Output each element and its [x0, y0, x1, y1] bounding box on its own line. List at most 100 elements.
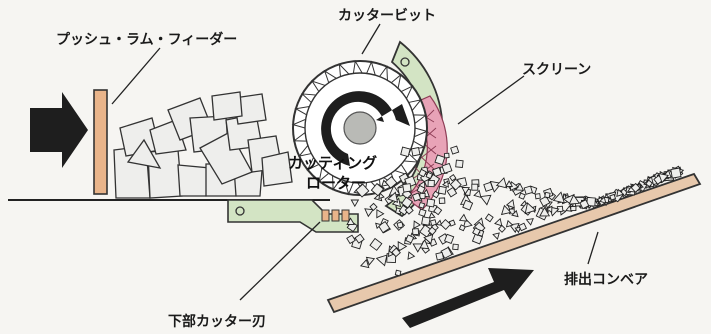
- shredded-chip: [616, 188, 625, 197]
- shredded-chip: [505, 219, 514, 228]
- discharge-conveyor: [326, 172, 702, 314]
- shredded-chip: [523, 185, 533, 195]
- shredded-chip: [518, 222, 527, 232]
- shredded-chip: [462, 199, 474, 211]
- shredded-chip: [359, 258, 370, 269]
- shredded-chip: [444, 233, 455, 244]
- shredded-chip: [391, 247, 401, 258]
- shredded-chip: [418, 168, 427, 178]
- shredded-chip: [505, 198, 515, 209]
- shredded-chip: [658, 173, 669, 184]
- shredded-chip: [387, 191, 399, 203]
- shredded-chip: [458, 224, 466, 232]
- shredded-chip: [429, 219, 437, 227]
- shredded-chip: [432, 190, 440, 199]
- shredded-chip: [599, 196, 607, 204]
- shredded-chip: [479, 194, 492, 206]
- leader-lines: [111, 23, 599, 301]
- shredded-chip: [440, 246, 453, 259]
- shredded-chip: [534, 193, 541, 200]
- shredded-chip: [518, 192, 526, 200]
- housing-bolt: [400, 57, 410, 67]
- shredded-chip: [505, 180, 514, 187]
- shredded-chip: [369, 237, 383, 251]
- shredded-chip: [375, 222, 382, 230]
- shredded-chip: [461, 186, 470, 195]
- label-screen: スクリーン: [522, 62, 591, 78]
- shredded-chip: [539, 195, 551, 207]
- shredded-chip: [441, 162, 453, 174]
- feed-direction-arrow: [30, 92, 88, 168]
- shredded-chip: [645, 179, 653, 188]
- shredded-chip: [431, 166, 443, 178]
- rotor-hub: [343, 111, 377, 145]
- shredded-chip: [410, 146, 421, 157]
- shredded-chip: [609, 193, 617, 201]
- shredded-chip: [495, 177, 508, 189]
- shredded-chip: [472, 227, 481, 237]
- shredded-chip: [354, 233, 365, 244]
- shredded-chip: [412, 228, 420, 236]
- shredded-chip: [364, 208, 374, 218]
- shredded-chip: [412, 243, 424, 253]
- feed-material-pile: [113, 91, 293, 199]
- shredded-chip: [458, 213, 468, 222]
- shredded-chip: [435, 219, 443, 226]
- shredded-chip: [437, 185, 447, 195]
- shredded-chip: [346, 217, 355, 225]
- shredded-chip: [418, 201, 426, 209]
- shredded-chip: [397, 241, 408, 253]
- conveyor-direction-arrow: [402, 268, 534, 328]
- shredded-chip: [494, 217, 503, 227]
- shredded-chip: [402, 183, 412, 193]
- shredded-chip: [370, 182, 385, 197]
- shredded-chip: [539, 206, 551, 217]
- label-push-ram-feeder: プッシュ・ラム・フィーダー: [56, 31, 237, 48]
- shredded-chip: [471, 183, 479, 191]
- shredded-chip: [483, 181, 494, 192]
- shredded-chip: [426, 198, 436, 208]
- shredded-chip: [579, 199, 590, 210]
- shredded-chips: [346, 145, 685, 277]
- shredded-chip: [378, 192, 385, 200]
- shredded-chip: [375, 254, 388, 267]
- shredded-chip: [427, 226, 437, 236]
- shredded-chip: [433, 206, 443, 216]
- shredded-chip: [449, 178, 462, 191]
- shredded-chip: [452, 243, 459, 251]
- label-cutting-rotor-line1: カッティング: [288, 154, 377, 172]
- shredded-chip: [377, 220, 391, 234]
- shredded-chip: [552, 191, 565, 204]
- label-lower-cutter-blade: 下部カッター刃: [168, 313, 266, 330]
- shredded-chip: [381, 179, 389, 187]
- shredded-chip: [396, 221, 404, 229]
- shredded-chip: [524, 202, 537, 215]
- shredded-chip: [544, 191, 551, 199]
- label-cutting-rotor-line2: ローター: [306, 174, 366, 192]
- lower-cutter-housing: [227, 199, 359, 233]
- shredded-chip: [405, 234, 415, 244]
- shredded-chip: [514, 226, 522, 234]
- label-discharge-conveyor: 排出コンベア: [564, 271, 648, 288]
- shredded-chip: [670, 167, 682, 179]
- shredded-chip: [427, 179, 435, 188]
- shredded-chip: [438, 197, 446, 204]
- shredded-chip: [369, 202, 378, 212]
- shredded-chip: [411, 192, 422, 202]
- label-cutter-bit: カッタービット: [338, 8, 436, 24]
- shredded-chip: [401, 196, 414, 209]
- shredded-chip: [450, 145, 460, 155]
- shredded-chip: [545, 205, 553, 214]
- rotation-arrow: [321, 91, 410, 166]
- shredded-chip: [416, 184, 426, 195]
- shredded-chip: [355, 183, 370, 198]
- shredded-chip: [440, 218, 452, 231]
- shredded-chip: [568, 194, 581, 205]
- shredded-chip: [418, 208, 427, 217]
- shredded-chip: [630, 182, 641, 193]
- shredded-chip: [586, 196, 596, 207]
- cutting-rotor: [291, 59, 429, 197]
- push-ram-feeder-plate: [93, 89, 108, 195]
- housing-bolt: [235, 206, 245, 216]
